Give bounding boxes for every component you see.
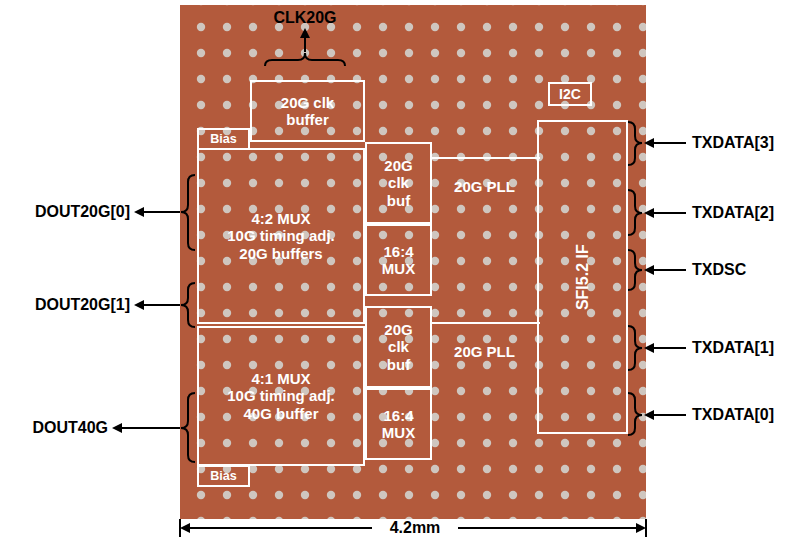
- dimension-label: 4.2mm: [390, 520, 441, 536]
- circuit-block: 20G clk buf: [365, 306, 432, 388]
- circuit-block: SFI5.2 IF: [537, 120, 628, 434]
- signal-name: TXDATA[1]: [692, 340, 774, 356]
- block-label: 16:4 MUX: [382, 407, 415, 442]
- circuit-block: 4:2 MUX 10G timing adj. 20G buffers: [197, 148, 365, 324]
- block-label: Bias: [210, 132, 237, 146]
- die-area: [180, 5, 646, 519]
- circuit-block: 20G clk buf: [365, 142, 432, 224]
- signal-name: TXDATA[3]: [692, 135, 774, 151]
- circuit-block: Bias: [197, 128, 250, 150]
- circuit-block: 16:4 MUX: [365, 388, 432, 460]
- block-label: Bias: [210, 469, 237, 483]
- signal-name: CLK20G: [273, 10, 336, 26]
- block-label: SFI5.2 IF: [573, 244, 591, 310]
- block-label: 16:4 MUX: [382, 243, 415, 278]
- pll-link-lines: [432, 158, 540, 323]
- block-label: 20G clk buf: [384, 157, 412, 209]
- circuit-block: 20G PLL: [430, 323, 539, 381]
- dimension-line: [180, 519, 646, 537]
- circuit-block: I2C: [548, 82, 592, 106]
- block-label: 20G clk buf: [384, 321, 412, 373]
- circuit-block: Bias: [197, 465, 250, 487]
- block-label: 4:2 MUX 10G timing adj. 20G buffers: [227, 210, 335, 262]
- block-label: 20G PLL: [454, 178, 515, 195]
- signal-brackets: [114, 30, 686, 462]
- signal-name: TXDATA[0]: [692, 407, 774, 423]
- bump-array: [180, 5, 646, 519]
- block-label: I2C: [559, 86, 581, 102]
- signal-name: DOUT20G[0]: [35, 204, 130, 220]
- block-label: 4:1 MUX 10G timing adj. 40G buffer: [227, 370, 335, 422]
- signal-name: TXDATA[2]: [692, 205, 774, 221]
- block-label: 20G PLL: [454, 343, 515, 360]
- signal-name: DOUT20G[1]: [35, 297, 130, 313]
- circuit-block: 20G clk buffer: [250, 80, 365, 142]
- circuit-block: 20G PLL: [430, 158, 539, 216]
- signal-name: DOUT40G: [32, 420, 108, 436]
- block-label: 20G clk buffer: [281, 94, 334, 129]
- signal-name: TXDSC: [692, 262, 746, 278]
- circuit-block: 4:1 MUX 10G timing adj. 40G buffer: [197, 326, 365, 466]
- circuit-block: 16:4 MUX: [365, 224, 432, 296]
